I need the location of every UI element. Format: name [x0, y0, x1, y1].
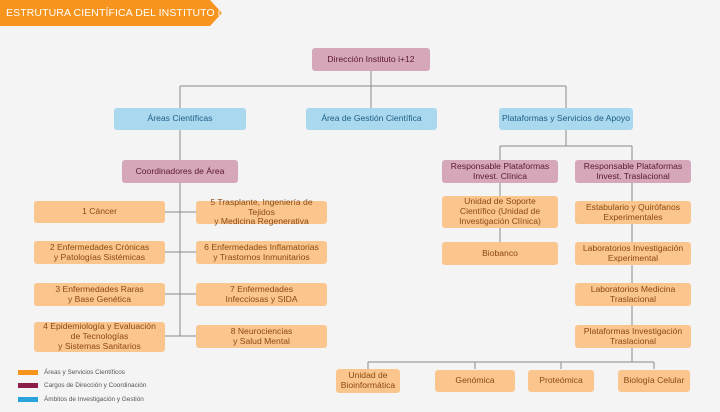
legend-label: Cargos de Dirección y Coordinación — [44, 382, 147, 389]
node-proteomica: Proteómica — [528, 370, 594, 392]
node-coordinadores: Coordinadores de Área — [122, 160, 238, 183]
node-area-1: 1 Cáncer — [34, 201, 165, 223]
legend-item-ambitos: Ámbitos de Investigación y Gestión — [18, 396, 144, 403]
node-plataformas-servicios: Plataformas y Servicios de Apoyo — [499, 108, 633, 130]
legend-label: Ámbitos de Investigación y Gestión — [44, 396, 144, 403]
node-biobanco: Biobanco — [442, 242, 558, 265]
node-areas-cientificas: Áreas Científicas — [114, 108, 246, 130]
page-title-banner: ESTRUTURA CIENTÍFICA DEL INSTITUTO i+12 — [0, 0, 222, 26]
legend-label: Áreas y Servicios Científicos — [44, 369, 125, 376]
node-direccion: Dirección Instituto i+12 — [312, 48, 430, 71]
legend-swatch-orange — [18, 370, 38, 375]
legend-item-areas: Áreas y Servicios Científicos — [18, 369, 125, 376]
node-area-gestion: Área de Gestión Científica — [306, 108, 437, 130]
legend-item-cargos: Cargos de Dirección y Coordinación — [18, 382, 146, 389]
legend-swatch-blue — [18, 397, 38, 402]
node-biologia-celular: Biología Celular — [618, 370, 690, 392]
legend-swatch-magenta — [18, 383, 38, 388]
node-genomica: Genómica — [435, 370, 515, 392]
